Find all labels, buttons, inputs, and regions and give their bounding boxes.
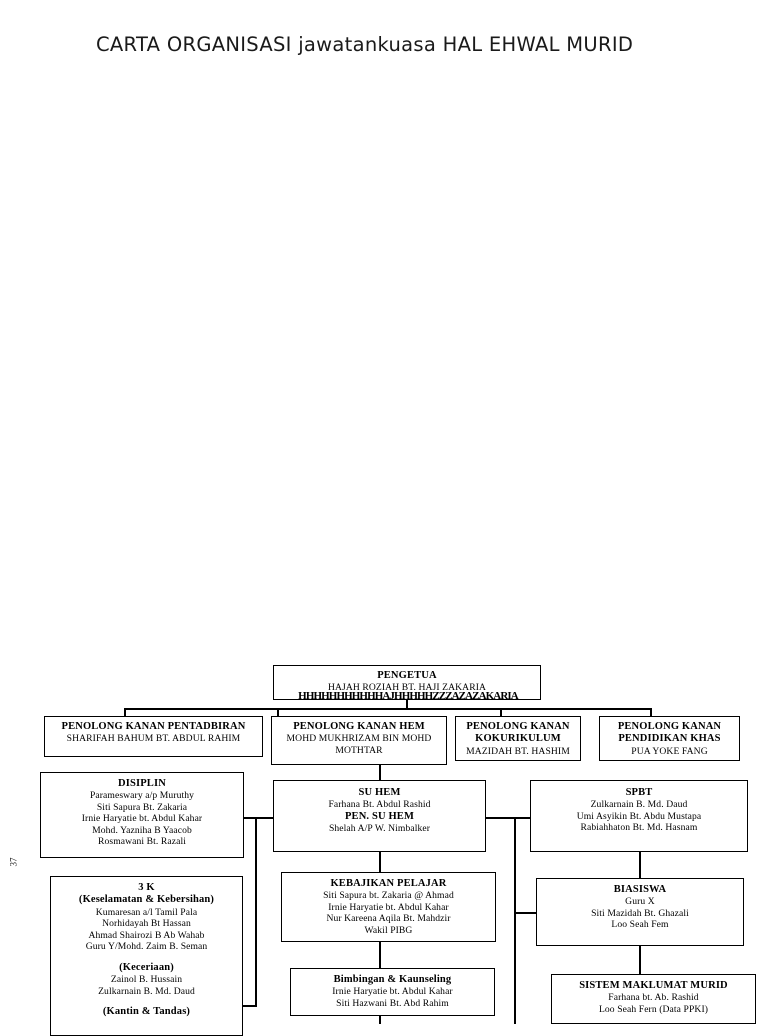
bimbingan-member: Irnie Haryatie bt. Abdul Kahar xyxy=(332,986,453,998)
pk-koku-title-line1: PENOLONG KANAN xyxy=(466,721,570,732)
three-k-member: Ahmad Shairozi B Ab Wahab xyxy=(88,929,205,941)
keceriaan-member: Zainol B. Hussain xyxy=(110,974,183,986)
connector-left-to-3k xyxy=(243,1005,256,1007)
org-box-penolong-kanan-hem[interactable]: PENOLONG KANAN HEM MOHD MUKHRIZAM BIN MO… xyxy=(271,716,447,765)
connector-right-spine xyxy=(514,817,516,1024)
connector-right-to-biasiswa xyxy=(514,912,537,914)
connector-suhem-to-kebajikan xyxy=(379,852,381,873)
pk-khas-title-line1: PENOLONG KANAN xyxy=(617,721,722,732)
org-box-3k[interactable]: 3 K (Keselamatan & Kebersihan) Kumaresan… xyxy=(50,876,243,1036)
connector-biasiswa-to-sistem xyxy=(639,946,641,975)
page-title: CARTA ORGANISASI jawatankuasa HAL EHWAL … xyxy=(96,33,634,56)
org-box-penolong-kanan-kokurikulum[interactable]: PENOLONG KANAN KOKURIKULUM MAZIDAH BT. H… xyxy=(455,716,581,761)
pk-hem-name: MOHD MUKHRIZAM BIN MOHD MOTHTAR xyxy=(286,733,432,756)
connector-left-to-disiplin xyxy=(243,817,256,819)
org-box-su-hem[interactable]: SU HEM Farhana Bt. Abdul Rashid PEN. SU … xyxy=(273,780,486,852)
sistem-maklumat-member: Farhana bt. Ab. Rashid xyxy=(608,992,699,1004)
biasiswa-member: Siti Mazidah Bt. Ghazali xyxy=(591,907,689,919)
connector-drop-koku xyxy=(500,708,502,717)
connector-kebajikan-to-bimbingan xyxy=(379,942,381,969)
render-artifact-text: HHHHHHHHHHHAJHHHHHZZZAZAZAKARIA xyxy=(298,690,519,702)
connector-suhem-left-arm xyxy=(255,817,275,819)
su-hem-title: SU HEM xyxy=(358,787,401,798)
disiplin-member: Rosmawani Bt. Razali xyxy=(97,836,187,848)
connector-hem-to-suhem xyxy=(379,765,381,781)
three-k-title: 3 K xyxy=(138,882,155,893)
bimbingan-member: Siti Hazwani Bt. Abd Rahim xyxy=(336,997,449,1009)
kantin-tandas-title: (Kantin & Tandas) xyxy=(102,1006,191,1018)
disiplin-title: DISIPLIN xyxy=(118,778,166,789)
kebajikan-member: Siti Sapura bt. Zakaria @ Ahmad xyxy=(323,890,454,902)
kebajikan-member: Irnie Haryatie bt. Abdul Kahar xyxy=(328,901,449,913)
sistem-maklumat-title: SISTEM MAKLUMAT MURID xyxy=(579,980,728,991)
connector-bimbingan-down xyxy=(379,1016,381,1024)
keceriaan-gap xyxy=(51,997,242,1006)
connector-drop-pentadbiran xyxy=(124,708,126,717)
disiplin-member: Parameswary a/p Muruthy xyxy=(89,790,195,802)
pen-su-hem-title: PEN. SU HEM xyxy=(344,810,415,822)
pengetua-title: PENGETUA xyxy=(377,670,437,681)
disiplin-member: Siti Sapura Bt. Zakaria xyxy=(96,801,188,813)
pk-pentadbiran-name: SHARIFAH BAHUM BT. ABDUL RAHIM xyxy=(66,733,241,745)
disiplin-member: Mohd. Yazniha B Yaacob xyxy=(92,824,192,836)
pk-hem-title: PENOLONG KANAN HEM xyxy=(293,721,425,732)
spbt-member: Zulkarnain B. Md. Daud xyxy=(590,799,688,811)
three-k-subtitle: (Keselamatan & Kebersihan) xyxy=(78,894,215,906)
pk-khas-title-line2: PENDIDIKAN KHAS xyxy=(618,733,721,745)
pk-khas-name: PUA YOKE FANG xyxy=(631,745,708,757)
biasiswa-member: Loo Seah Fem xyxy=(611,919,669,931)
su-hem-name: Farhana Bt. Abdul Rashid xyxy=(328,799,431,811)
biasiswa-title: BIASISWA xyxy=(613,884,667,895)
pk-koku-title-line2: KOKURIKULUM xyxy=(475,733,561,745)
connector-suhem-right-arm xyxy=(486,817,515,819)
spbt-member: Umi Asyikin Bt. Abdu Mustapa xyxy=(576,810,702,822)
keceriaan-member: Zulkarnain B. Md. Daud xyxy=(98,985,195,997)
pen-su-hem-name: Shelah A/P W. Nimbalker xyxy=(328,823,431,835)
kebajikan-title: KEBAJIKAN PELAJAR xyxy=(330,878,447,889)
connector-drop-hem xyxy=(277,708,279,717)
org-box-bimbingan-kaunseling[interactable]: Bimbingan & Kaunseling Irnie Haryatie bt… xyxy=(290,968,495,1016)
kebajikan-member: Wakil PIBG xyxy=(364,924,413,936)
keceriaan-title: (Keceriaan) xyxy=(119,961,174,973)
org-box-biasiswa[interactable]: BIASISWA Guru X Siti Mazidah Bt. Ghazali… xyxy=(536,878,744,946)
spbt-member: Rabiahhaton Bt. Md. Hasnam xyxy=(580,822,698,834)
three-k-member: Kumaresan a/l Tamil Pala xyxy=(95,906,198,918)
connector-left-spine xyxy=(255,817,257,1007)
org-box-kebajikan-pelajar[interactable]: KEBAJIKAN PELAJAR Siti Sapura bt. Zakari… xyxy=(281,872,496,942)
page-number: 37 xyxy=(8,857,19,867)
three-k-gap xyxy=(51,953,242,962)
connector-row2-bus xyxy=(124,708,651,710)
three-k-member: Guru Y/Mohd. Zaim B. Seman xyxy=(85,941,208,953)
org-box-spbt[interactable]: SPBT Zulkarnain B. Md. Daud Umi Asyikin … xyxy=(530,780,748,852)
kebajikan-member: Nur Kareena Aqila Bt. Mahdzir xyxy=(326,913,451,925)
pk-pentadbiran-title: PENOLONG KANAN PENTADBIRAN xyxy=(61,721,246,732)
pk-koku-name: MAZIDAH BT. HASHIM xyxy=(466,745,570,757)
org-box-penolong-kanan-pentadbiran[interactable]: PENOLONG KANAN PENTADBIRAN SHARIFAH BAHU… xyxy=(44,716,263,757)
biasiswa-member: Guru X xyxy=(625,896,655,908)
spbt-title: SPBT xyxy=(625,787,653,798)
pengetua-name: HAJAH ROZIAH BT. HAJI ZAKARIA xyxy=(327,682,487,694)
sistem-maklumat-member: Loo Seah Fern (Data PPKI) xyxy=(598,1003,709,1015)
connector-pengetua-stem xyxy=(406,700,408,709)
bimbingan-title: Bimbingan & Kaunseling xyxy=(333,974,452,985)
three-k-member: Norhidayah Bt Hassan xyxy=(102,918,191,930)
org-box-disiplin[interactable]: DISIPLIN Parameswary a/p Muruthy Siti Sa… xyxy=(40,772,244,858)
connector-right-to-spbt xyxy=(514,817,531,819)
connector-drop-khas xyxy=(650,708,652,717)
org-box-pengetua[interactable]: PENGETUA HAJAH ROZIAH BT. HAJI ZAKARIA xyxy=(273,665,541,700)
org-box-sistem-maklumat-murid[interactable]: SISTEM MAKLUMAT MURID Farhana bt. Ab. Ra… xyxy=(551,974,756,1024)
disiplin-member: Irnie Haryatie bt. Abdul Kahar xyxy=(81,813,203,825)
connector-spbt-to-biasiswa xyxy=(639,852,641,879)
org-box-penolong-kanan-pendidikan-khas[interactable]: PENOLONG KANAN PENDIDIKAN KHAS PUA YOKE … xyxy=(599,716,740,761)
